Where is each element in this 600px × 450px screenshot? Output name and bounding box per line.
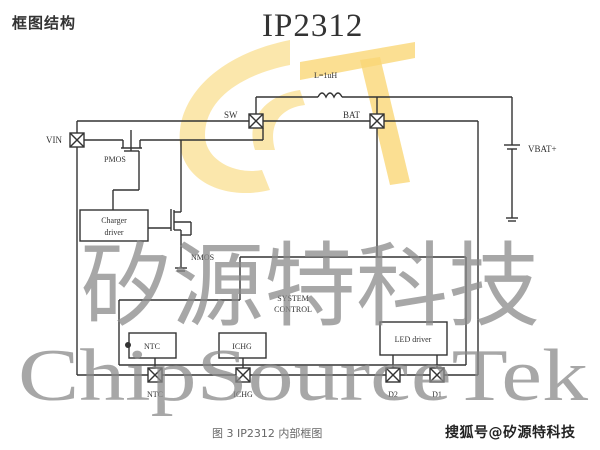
pin-label-sw: SW [224, 110, 238, 120]
pin-pad-ntc [147, 367, 163, 383]
source-credit: 搜狐号@矽源特科技 [445, 425, 576, 441]
nmos-label: NMOS [191, 253, 214, 262]
pin-pads [69, 113, 445, 383]
led-driver-label: LED driver [395, 335, 432, 344]
pin-label-ichg: ICHG [233, 390, 253, 399]
pin-label-ntc: NTC [147, 390, 163, 399]
figure-caption: 图 3 IP2312 内部框图 [212, 427, 323, 440]
charger-driver-label-1: Charger [101, 216, 127, 225]
pin-label-bat: BAT [343, 110, 361, 120]
pin-label-d1: D1 [432, 390, 442, 399]
led-driver-block [379, 321, 448, 356]
wiring [76, 92, 520, 376]
pin-pad-vin [69, 132, 85, 148]
blocks [79, 209, 448, 359]
pin-pad-d1 [429, 367, 445, 383]
charger-driver-block [79, 209, 149, 242]
battery-label: VBAT+ [528, 144, 557, 154]
section-heading: 框图结构 [12, 14, 77, 32]
system-control-label-2: CONTROL [274, 305, 312, 314]
pin-pad-bat [369, 113, 385, 129]
pin-pad-ichg [235, 367, 251, 383]
chip-title: IP2312 [262, 8, 364, 44]
pin-label-vin: VIN [46, 135, 62, 145]
ntc-block-label: NTC [144, 342, 160, 351]
watermark-english: ChipSourceTek [18, 335, 588, 417]
inductor-label: L=1uH [314, 71, 337, 80]
pin-label-d2: D2 [388, 390, 398, 399]
ntc-dot [125, 342, 131, 348]
ichg-block-label: ICHG [232, 342, 252, 351]
system-control-label-1: SYSTEM [277, 294, 309, 303]
pmos-label: PMOS [104, 155, 126, 164]
charger-driver-label-2: driver [104, 228, 123, 237]
ichg-block [218, 332, 267, 359]
watermark-chinese: 矽源特科技 [80, 233, 540, 340]
pin-pad-d2 [385, 367, 401, 383]
pin-pad-sw [248, 113, 264, 129]
